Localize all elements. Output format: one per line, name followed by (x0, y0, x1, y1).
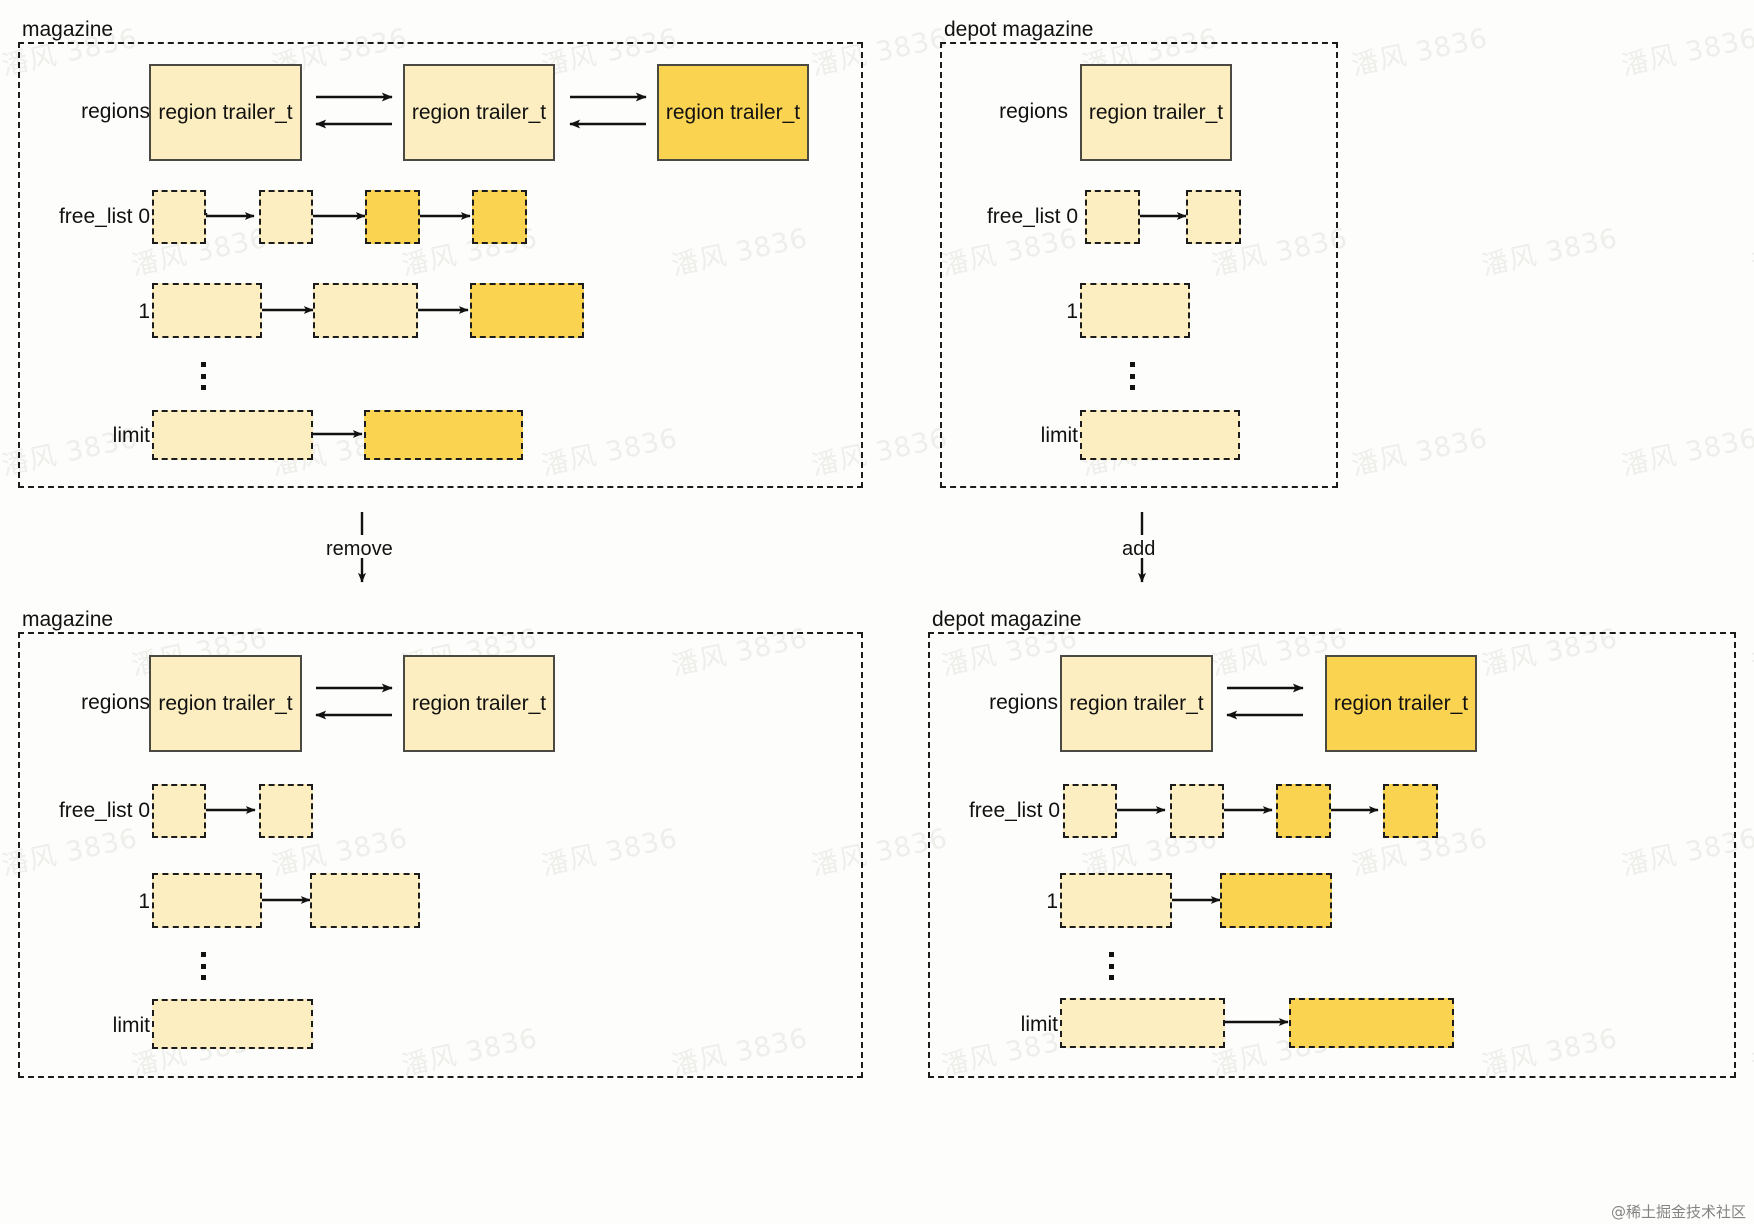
vertical-ellipsis-icon (200, 952, 206, 980)
free-list-node[interactable] (1080, 283, 1190, 338)
panel-label-depot-bottom: depot magazine (932, 608, 1082, 631)
row-label-regions-depot-bottom: regions (989, 691, 1058, 714)
watermark-text: 潘风 3836 (1348, 22, 1491, 82)
panel-label-depot-top: depot magazine (944, 18, 1094, 41)
watermark-text: 潘风 3836 (537, 1216, 681, 1224)
watermark-text: 潘风 3836 (1077, 1216, 1221, 1224)
watermark-text: 潘风 3836 (0, 1216, 141, 1224)
flow-arrows (358, 512, 1146, 583)
region-box[interactable]: region trailer_t (403, 64, 555, 161)
panel-label-magazine-top: magazine (22, 18, 114, 41)
free-list-node[interactable] (1085, 190, 1140, 244)
watermark-text: 潘风 3836 (807, 1216, 951, 1224)
free-list-node[interactable] (1186, 190, 1241, 244)
flow-label-add: add (1122, 538, 1156, 560)
region-box[interactable]: region trailer_t (149, 64, 302, 161)
credit-watermark: @稀土掘金技术社区 (1610, 1203, 1746, 1221)
region-box[interactable]: region trailer_t (657, 64, 809, 161)
row-label-free-list-0-depot-bottom: free_list 0 (968, 799, 1060, 822)
region-box[interactable]: region trailer_t (1080, 64, 1232, 161)
row-label-free-list-0-mag-top: free_list 0 (58, 205, 150, 228)
free-list-node[interactable] (1276, 784, 1331, 838)
panel-depot-after (928, 632, 1736, 1078)
vertical-ellipsis-icon (1129, 362, 1135, 390)
panel-magazine-after (18, 632, 863, 1078)
vertical-ellipsis-icon (200, 362, 206, 390)
free-list-node[interactable] (310, 873, 420, 928)
watermark-text: 潘风 3836 (1348, 422, 1491, 482)
row-label-limit-mag-bottom: limit (112, 1014, 150, 1037)
row-label-one-depot-top: 1 (1066, 300, 1078, 323)
region-box[interactable]: region trailer_t (1060, 655, 1213, 752)
free-list-node[interactable] (364, 410, 523, 460)
panel-label-magazine-bottom: magazine (22, 608, 114, 631)
free-list-node[interactable] (470, 283, 584, 338)
free-list-node[interactable] (472, 190, 527, 244)
row-label-one-mag-bottom: 1 (138, 890, 150, 913)
free-list-node[interactable] (313, 283, 418, 338)
row-label-limit-depot-top: limit (1040, 424, 1078, 447)
watermark-text: 潘风 3836 (0, 1016, 1, 1083)
row-label-regions-depot-top: regions (999, 100, 1068, 123)
free-list-node[interactable] (1080, 410, 1240, 460)
watermark-text: 潘风 3836 (1618, 422, 1754, 482)
row-label-one-mag-top: 1 (138, 300, 150, 323)
row-label-free-list-0-mag-bottom: free_list 0 (58, 799, 150, 822)
watermark-text: 潘风 3836 (1748, 223, 1754, 282)
free-list-node[interactable] (365, 190, 420, 244)
watermark-text: 潘风 3836 (0, 216, 1, 283)
watermark-text: 潘风 3836 (1748, 1023, 1754, 1082)
vertical-ellipsis-icon (1108, 952, 1114, 980)
region-box[interactable]: region trailer_t (1325, 655, 1477, 752)
panel-depot-before (940, 42, 1338, 488)
row-label-regions-mag-bottom: regions (81, 691, 150, 714)
row-label-free-list-0-depot-top: free_list 0 (986, 205, 1078, 228)
free-list-node[interactable] (152, 784, 206, 838)
free-list-node[interactable] (152, 410, 313, 460)
flow-label-remove: remove (326, 538, 393, 560)
region-box[interactable]: region trailer_t (149, 655, 302, 752)
watermark-text: 潘风 3836 (0, 616, 1, 683)
free-list-node[interactable] (1220, 873, 1332, 928)
row-label-limit-depot-bottom: limit (1020, 1013, 1058, 1036)
watermark-text: 潘风 3836 (1347, 1216, 1491, 1224)
region-box[interactable]: region trailer_t (403, 655, 555, 752)
free-list-node[interactable] (1060, 873, 1172, 928)
watermark-text: 潘风 3836 (1618, 22, 1754, 82)
free-list-node[interactable] (1170, 784, 1224, 838)
free-list-node[interactable] (259, 784, 313, 838)
panel-magazine-before (18, 42, 863, 488)
free-list-node[interactable] (259, 190, 313, 244)
free-list-node[interactable] (152, 873, 262, 928)
free-list-node[interactable] (152, 999, 313, 1049)
free-list-node[interactable] (152, 283, 262, 338)
watermark-text: 潘风 3836 (267, 1216, 411, 1224)
free-list-node[interactable] (1063, 784, 1117, 838)
watermark-text: 潘风 3836 (1748, 623, 1754, 682)
free-list-node[interactable] (1060, 998, 1225, 1048)
row-label-limit-mag-top: limit (112, 424, 150, 447)
row-label-one-depot-bottom: 1 (1046, 890, 1058, 913)
free-list-node[interactable] (1289, 998, 1454, 1048)
row-label-regions-mag-top: regions (81, 100, 150, 123)
watermark-text: 潘风 3836 (1478, 222, 1621, 282)
free-list-node[interactable] (152, 190, 206, 244)
free-list-node[interactable] (1383, 784, 1438, 838)
